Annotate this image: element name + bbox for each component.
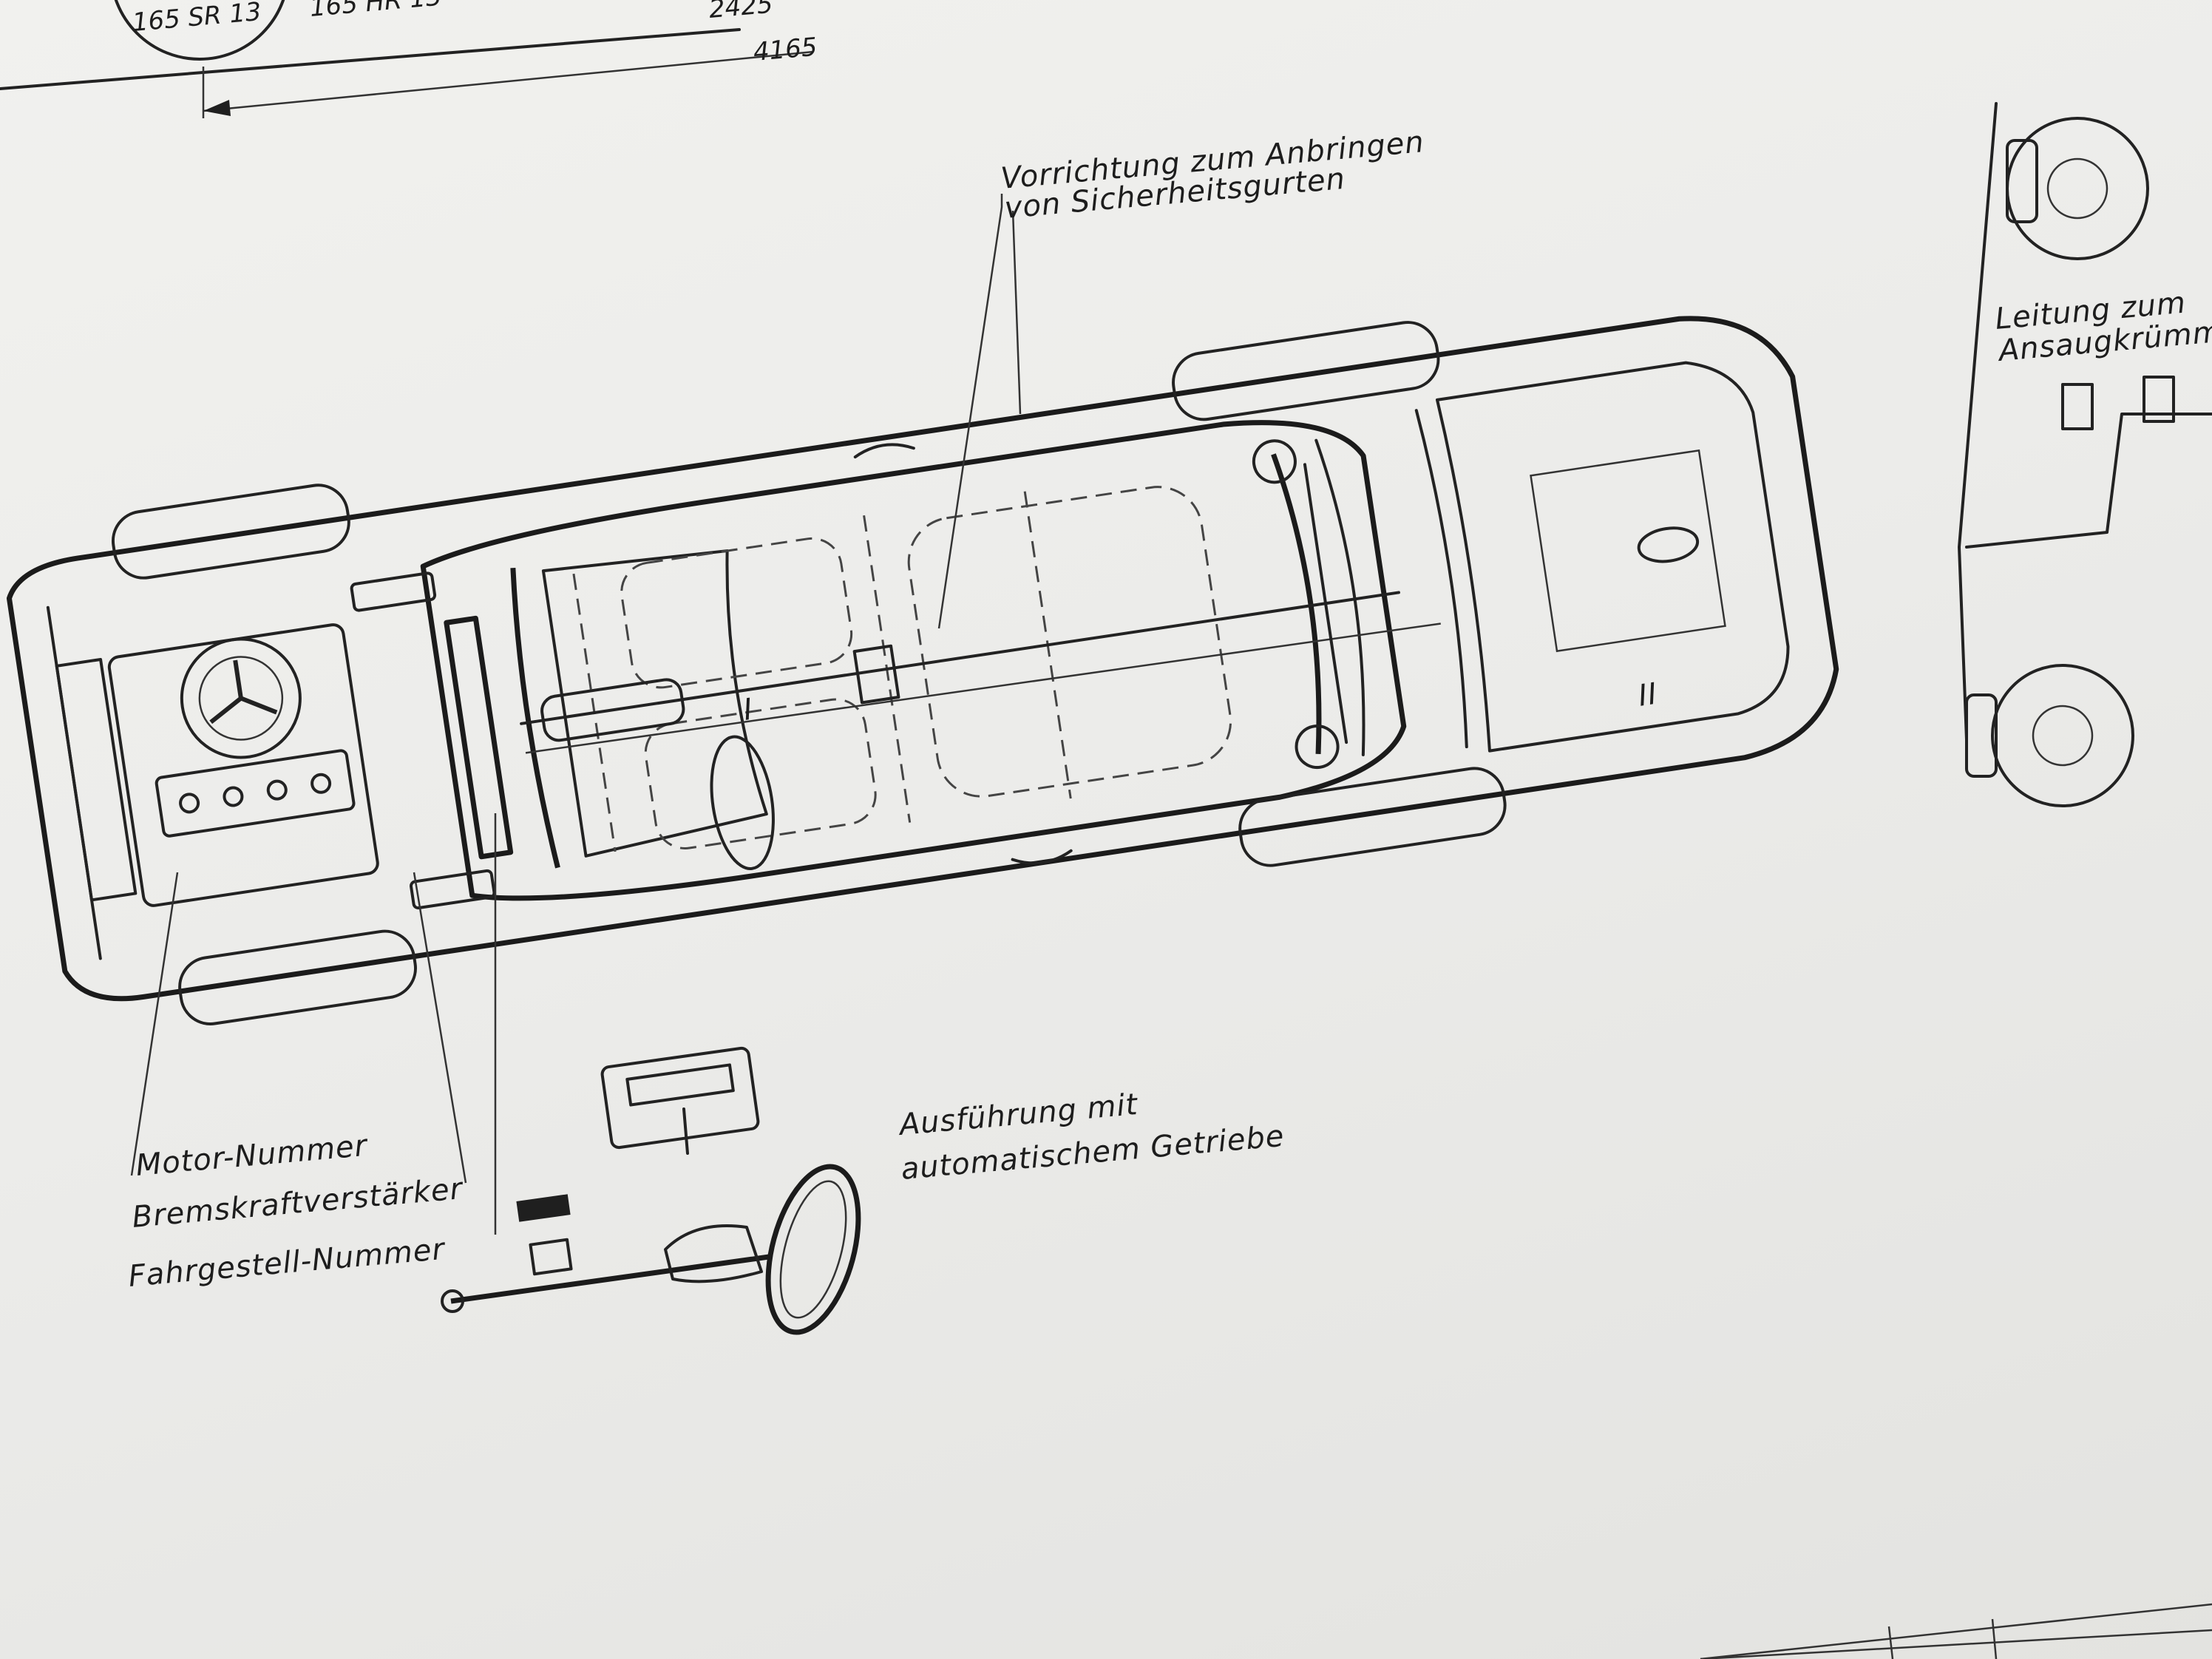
fuel-filler	[1637, 526, 1700, 563]
rear-marker-text: II	[1636, 676, 1660, 713]
title-block-top	[1700, 1603, 2212, 1659]
exhaust-pipe	[525, 622, 1441, 754]
front-left-wheel	[111, 484, 350, 580]
front-seat-left	[620, 537, 853, 689]
column-shroud	[664, 1224, 763, 1283]
accelerator-pedal	[529, 1238, 573, 1276]
seatbelt-anchor	[852, 644, 900, 705]
overall-length-text: 4165	[752, 33, 818, 67]
fitting-2	[2143, 376, 2175, 423]
annotations: Vorrichtung zum Anbringen von Sicherheit…	[127, 125, 2212, 1294]
brake-drum-bottom-hub	[2032, 705, 2094, 767]
dimension-line-length	[203, 50, 814, 112]
driveshaft	[520, 591, 1400, 725]
cabin-outline	[420, 420, 1407, 901]
trunk-lid	[1435, 361, 1790, 753]
front-right-wheel	[178, 929, 417, 1025]
tire-front-text: 165 SR 13	[131, 0, 262, 38]
rear-axle	[1303, 463, 1348, 744]
rear-window	[1271, 453, 1322, 755]
star-emblem-icon	[209, 659, 278, 725]
caliper-bottom	[1965, 693, 1998, 778]
windshield-frame	[541, 549, 768, 858]
dimension-line-top	[0, 28, 741, 90]
valve-cover	[155, 749, 356, 838]
body-outline	[6, 316, 1839, 1002]
door-handle-bottom	[1011, 849, 1073, 865]
automatic-label-line1: Ausführung mit	[896, 1088, 1139, 1142]
front-seat-right	[644, 698, 877, 849]
brake-booster-label: Bremskraftverstärker	[131, 1172, 465, 1235]
brake-drum-bottom	[1991, 664, 2134, 807]
engine-number-label: Motor-Nummer	[135, 1129, 370, 1183]
leader-seatbelt-2	[1011, 210, 1022, 415]
gear-indicator	[625, 1063, 735, 1107]
transmission	[540, 678, 685, 742]
bolt	[311, 773, 332, 794]
tire-circle	[114, 0, 285, 61]
title-block-divider	[1991, 1618, 1998, 1659]
firewall	[444, 615, 514, 860]
fitting-1	[2061, 383, 2094, 430]
rear-shock-left	[1252, 439, 1297, 484]
windshield	[510, 567, 560, 869]
door-handle-top	[853, 443, 915, 459]
air-filter-ring	[198, 656, 284, 741]
leader-engine-number	[130, 872, 179, 1176]
title-block-mid	[1700, 1629, 2212, 1659]
rear-shock-right	[1295, 725, 1340, 770]
radiator	[55, 657, 138, 902]
rear-left-wheel	[1172, 321, 1440, 421]
brake-drum-top-hub	[2046, 157, 2108, 220]
leader-lines	[130, 194, 1022, 1235]
steering-column	[450, 1254, 770, 1304]
trunk-edge	[1414, 409, 1468, 749]
title-block-divider	[1887, 1626, 1894, 1659]
vacuum-branch	[1965, 413, 2212, 549]
column-end	[441, 1289, 464, 1313]
dimension-block: 165 SR 13 165 HR 13 2425 4165	[0, 0, 818, 118]
steering-wheel-inner	[779, 1180, 847, 1319]
bolt	[179, 793, 200, 814]
title-block	[1700, 1603, 2212, 1659]
leader-brake-booster	[413, 872, 467, 1184]
vent-left	[350, 571, 437, 612]
chassis-number-label: Fahrgestell-Nummer	[127, 1232, 447, 1294]
wheelbase-text: 2425	[708, 0, 774, 24]
brake-pedal	[516, 1194, 571, 1222]
rear-window-frame	[1314, 438, 1365, 756]
car-plan-view: II	[6, 316, 1839, 1025]
leader-seatbelt-1	[937, 194, 1003, 629]
air-filter	[180, 637, 302, 759]
steering-wheel	[710, 735, 775, 870]
arrowhead	[203, 100, 231, 116]
caliper-top	[2006, 139, 2038, 223]
bolt	[223, 786, 244, 807]
tire-rear-text: 165 HR 13	[308, 0, 443, 23]
bolt	[266, 779, 288, 801]
vacuum-line	[1958, 102, 1998, 741]
manifold-line-detail	[1958, 102, 2212, 807]
vent-right	[409, 869, 496, 910]
steering-wheel-detail	[765, 1164, 861, 1335]
automatic-transmission-detail	[441, 1046, 861, 1335]
gear-lever	[682, 1107, 689, 1155]
rear-right-wheel	[1238, 767, 1507, 867]
spare-wheel-well	[1530, 449, 1726, 653]
